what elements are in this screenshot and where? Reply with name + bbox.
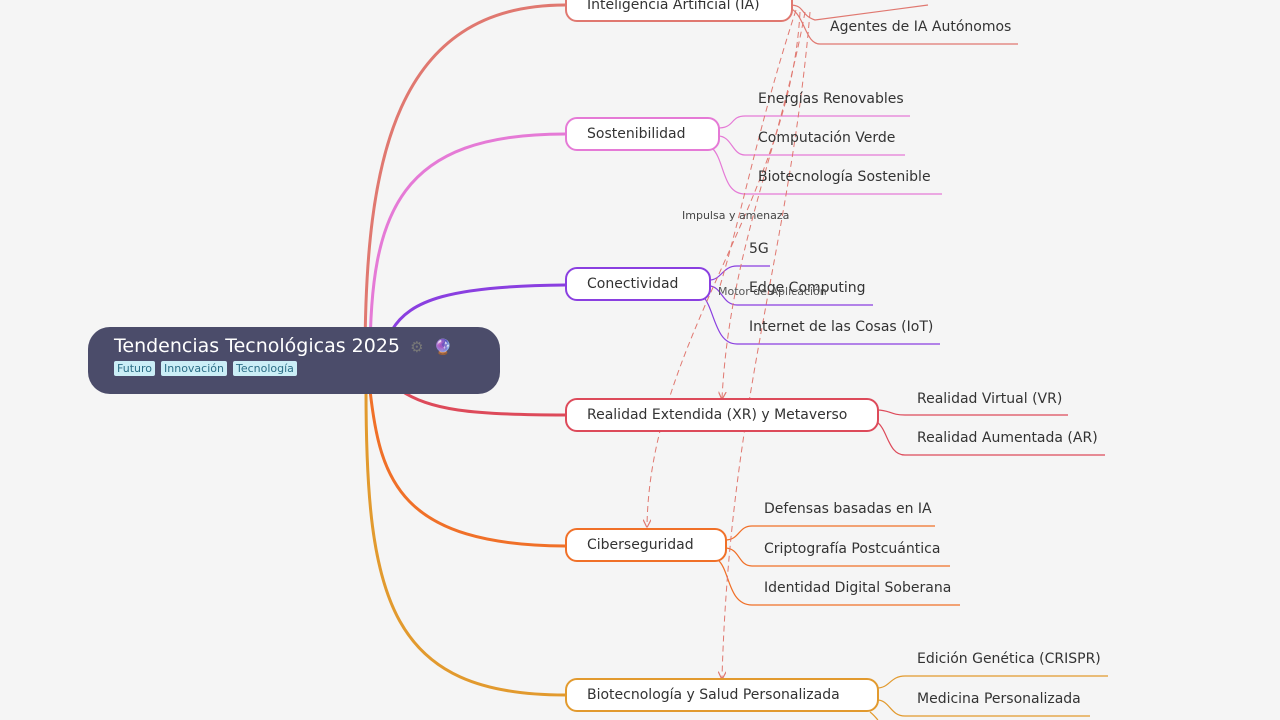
branch-conectividad[interactable]: Conectividad: [565, 267, 711, 301]
branch-link-conectividad: [390, 283, 566, 331]
leaf-medicina-personalizada[interactable]: Medicina Personalizada: [917, 691, 1081, 707]
branch-link-ciberseguridad: [368, 389, 566, 548]
leaf-5g[interactable]: 5G: [749, 241, 769, 257]
relationship-line-1: [647, 11, 801, 526]
branch-xr[interactable]: Realidad Extendida (XR) y Metaverso: [565, 398, 879, 432]
relationship-line-4: [719, 9, 797, 287]
central-topic-label: Tendencias Tecnológicas 2025: [114, 335, 401, 357]
tag-list: Futuro Innovación Tecnología: [114, 361, 474, 376]
branch-link-sostenibilidad: [368, 132, 566, 361]
leaf-edicion-genetica[interactable]: Edición Genética (CRISPR): [917, 651, 1101, 667]
tag-futuro[interactable]: Futuro: [114, 361, 155, 376]
gear-icon: ⚙: [410, 338, 424, 356]
branch-ciberseguridad[interactable]: Ciberseguridad: [565, 528, 727, 562]
relationship-label-motor[interactable]: Motor de Aplicación: [718, 285, 827, 298]
branch-sostenibilidad[interactable]: Sostenibilidad: [565, 117, 720, 151]
leaf-criptografia-postcuantica[interactable]: Criptografía Postcuántica: [764, 541, 941, 557]
leaf-agentes-ia[interactable]: Agentes de IA Autónomos: [830, 19, 1012, 35]
branch-biotecnologia[interactable]: Biotecnología y Salud Personalizada: [565, 678, 879, 712]
branch-link-biotec: [364, 389, 566, 697]
leaf-defensas-ia[interactable]: Defensas basadas en IA: [764, 501, 932, 517]
leaf-biotecnologia-sostenible[interactable]: Biotecnología Sostenible: [758, 169, 931, 185]
leaf-iot[interactable]: Internet de las Cosas (IoT): [749, 319, 934, 335]
relationship-line-3: [722, 11, 811, 678]
leaf-realidad-aumentada[interactable]: Realidad Aumentada (AR): [917, 430, 1098, 446]
branch-ia[interactable]: Inteligencia Artificial (IA): [565, 0, 793, 22]
leaf-identidad-digital[interactable]: Identidad Digital Soberana: [764, 580, 952, 596]
central-topic[interactable]: Tendencias Tecnológicas 2025 ⚙ 🔮 Futuro …: [88, 327, 500, 394]
leaf-energias-renovables[interactable]: Energías Renovables: [758, 91, 904, 107]
leaf-realidad-virtual[interactable]: Realidad Virtual (VR): [917, 391, 1063, 407]
tag-innovacion[interactable]: Innovación: [161, 361, 227, 376]
tag-tecnologia[interactable]: Tecnología: [232, 361, 297, 376]
central-topic-title: Tendencias Tecnológicas 2025 ⚙ 🔮: [114, 335, 474, 357]
relationship-line-2: [722, 11, 806, 398]
leaf-computacion-verde[interactable]: Computación Verde: [758, 130, 896, 146]
leaf-edge-computing[interactable]: Edge Computing: [749, 280, 866, 296]
branch-link-ia: [363, 3, 566, 361]
relationship-label-impulsa[interactable]: Impulsa y amenaza: [682, 209, 790, 222]
branch-link-xr: [399, 388, 566, 417]
crystal-ball-icon: 🔮: [433, 338, 453, 356]
